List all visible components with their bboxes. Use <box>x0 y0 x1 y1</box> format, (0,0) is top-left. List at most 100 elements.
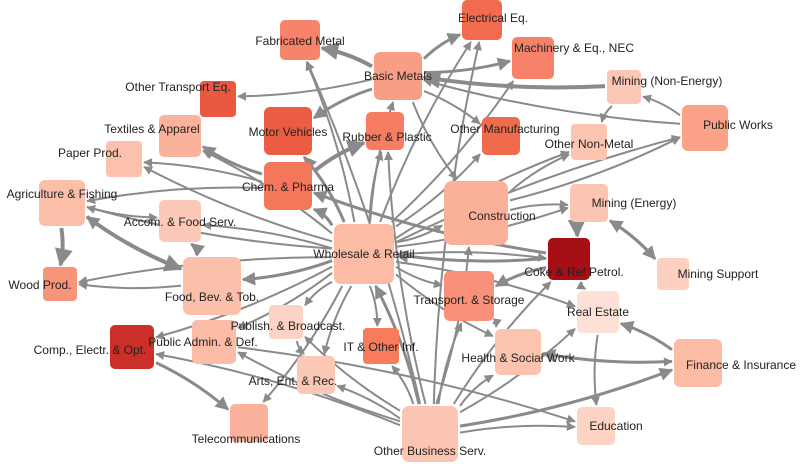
edge-coke_petrol-to-real_estate <box>576 281 587 290</box>
edge-chem_pharma-to-paper_prod <box>143 158 263 183</box>
node-real-estate[interactable] <box>577 291 619 333</box>
edge-health_social-to-finance_insurance <box>542 352 673 367</box>
node-fabricated-metal[interactable] <box>280 20 320 60</box>
edge-wholesale_retail-to-comp_electr <box>155 265 333 340</box>
edge-wholesale_retail-to-telecom <box>262 285 344 403</box>
node-wood-prod[interactable] <box>43 267 77 301</box>
edge-wholesale_retail-to-agriculture <box>86 205 333 250</box>
node-other-business[interactable] <box>402 406 458 462</box>
node-label-finance-insurance: Finance & Insurance <box>686 358 796 372</box>
edge-wholesale_retail-to-public_works <box>395 134 681 244</box>
node-label-mining-support: Mining Support <box>678 267 759 281</box>
node-label-chem-pharma: Chem. & Pharma <box>242 180 334 194</box>
edge-public_admin-to-education <box>237 346 576 424</box>
node-label-health-social: Health & Social Work <box>461 351 575 365</box>
node-it-other[interactable] <box>363 328 399 364</box>
node-label-public-works: Public Works <box>703 118 773 132</box>
edge-public_works-to-mining_nonenergy <box>642 94 681 117</box>
edge-wholesale_retail-to-motor_vehicles <box>302 155 346 223</box>
node-basic-metals[interactable] <box>374 52 422 100</box>
node-motor-vehicles[interactable] <box>264 107 312 155</box>
node-label-arts-ent: Arts, Ent. & Rec. <box>249 374 338 388</box>
node-transport-storage[interactable] <box>444 271 494 321</box>
node-mining-support[interactable] <box>657 258 689 290</box>
node-education[interactable] <box>577 407 615 445</box>
node-rubber-plastic[interactable] <box>366 112 404 150</box>
edge-wholesale_retail-to-publish_broadcast <box>304 281 333 307</box>
node-finance-insurance[interactable] <box>674 339 722 387</box>
node-label-mining-energy: Mining (Energy) <box>592 196 677 210</box>
node-accom-food[interactable] <box>159 200 201 242</box>
node-label-wood-prod: Wood Prod. <box>8 278 71 292</box>
node-label-it-other: IT & Other Inf. <box>343 340 418 354</box>
node-label-paper-prod: Paper Prod. <box>58 146 122 160</box>
node-label-wholesale-retail: Wholesale & Retail <box>313 247 414 261</box>
edge-wholesale_retail-to-fabricated_metal <box>305 61 356 223</box>
edge-wholesale_retail-to-other_manufacturing <box>395 153 481 228</box>
node-label-education: Education <box>589 419 642 433</box>
edge-chem_pharma-to-agriculture <box>86 186 263 205</box>
node-arts-ent[interactable] <box>297 356 335 394</box>
node-coke-petrol[interactable] <box>548 238 590 280</box>
node-mining-nonenergy[interactable] <box>607 70 641 104</box>
node-label-transport-storage: Transport. & Storage <box>414 293 525 307</box>
node-label-other-business: Other Business Serv. <box>374 444 487 458</box>
edge-finance_insurance-to-real_estate <box>619 320 673 351</box>
node-health-social[interactable] <box>495 329 541 375</box>
node-machinery[interactable] <box>512 37 554 79</box>
edge-other_business-to-wholesale_retail <box>374 284 421 405</box>
edge-chem_pharma-to-textiles <box>201 145 263 176</box>
node-other-transport[interactable] <box>200 81 236 117</box>
node-construction[interactable] <box>444 181 508 245</box>
node-electrical-eq[interactable] <box>462 0 502 40</box>
node-comp-electr[interactable] <box>110 325 154 369</box>
node-label-publish-broadcast: Publish. & Broadcast. <box>231 319 346 333</box>
edge-other_business-to-publish_broadcast <box>304 336 401 412</box>
edge-wholesale_retail-to-construction <box>395 224 443 244</box>
edge-agriculture-to-accom_food <box>86 205 158 222</box>
edge-other_business-to-arts_ent <box>336 384 401 420</box>
node-telecom[interactable] <box>230 404 268 442</box>
node-public-works[interactable] <box>682 105 728 151</box>
edge-basic_metals-to-other_transport <box>237 78 373 101</box>
node-label-other-manufacturing: Other Manufacturing <box>450 122 559 136</box>
node-public-admin[interactable] <box>192 320 236 364</box>
edge-public_works-to-basic_metals <box>423 78 681 125</box>
edge-wholesale_retail-to-transport_storage <box>395 265 443 289</box>
edge-coke_petrol-to-chem_pharma <box>312 190 547 255</box>
edge-agriculture-to-wood_prod <box>54 227 73 267</box>
edge-transport_storage-to-health_social <box>492 318 502 328</box>
node-other-nonmetal[interactable] <box>571 124 607 160</box>
node-textiles[interactable] <box>159 115 201 157</box>
edge-basic_metals-to-machinery <box>423 57 512 74</box>
node-other-manufacturing[interactable] <box>482 117 520 155</box>
edge-coke_petrol-to-mining_energy <box>572 223 583 237</box>
edge-basic_metals-to-motor_vehicles <box>312 87 373 120</box>
edge-other_business-to-health_social <box>459 374 494 407</box>
node-food-bev[interactable] <box>183 257 241 315</box>
node-wholesale-retail[interactable] <box>334 224 394 284</box>
edge-mining_nonenergy-to-basic_metals <box>422 70 606 90</box>
edge-food_bev-to-wood_prod <box>78 280 182 290</box>
edge-wholesale_retail-to-it_other <box>368 285 382 327</box>
edge-construction-to-public_works <box>509 136 681 202</box>
node-chem-pharma[interactable] <box>264 162 312 210</box>
edge-basic_metals-to-fabricated_metal <box>320 42 373 69</box>
edge-other_business-to-transport_storage <box>437 322 463 405</box>
node-agriculture[interactable] <box>39 180 85 226</box>
node-label-accom-food: Accom. & Food Serv. <box>124 215 236 229</box>
node-label-public-admin: Public Admin. & Def. <box>148 335 257 349</box>
edge-chem_pharma-to-rubber_plastic <box>312 140 366 173</box>
edge-wholesale_retail-to-accom_food <box>202 221 333 250</box>
node-label-basic-metals: Basic Metals <box>364 69 432 83</box>
edge-other_business-to-finance_insurance <box>459 367 674 428</box>
node-mining-energy[interactable] <box>570 184 608 222</box>
edge-other_business-to-it_other <box>391 365 415 405</box>
node-label-other-nonmetal: Other Non-Metal <box>545 137 634 151</box>
node-publish-broadcast[interactable] <box>269 305 303 339</box>
node-paper-prod[interactable] <box>106 141 142 177</box>
edge-wholesale_retail-to-rubber_plastic <box>368 151 384 223</box>
node-label-rubber-plastic: Rubber & Plastic <box>342 130 431 144</box>
nodes <box>39 0 728 462</box>
